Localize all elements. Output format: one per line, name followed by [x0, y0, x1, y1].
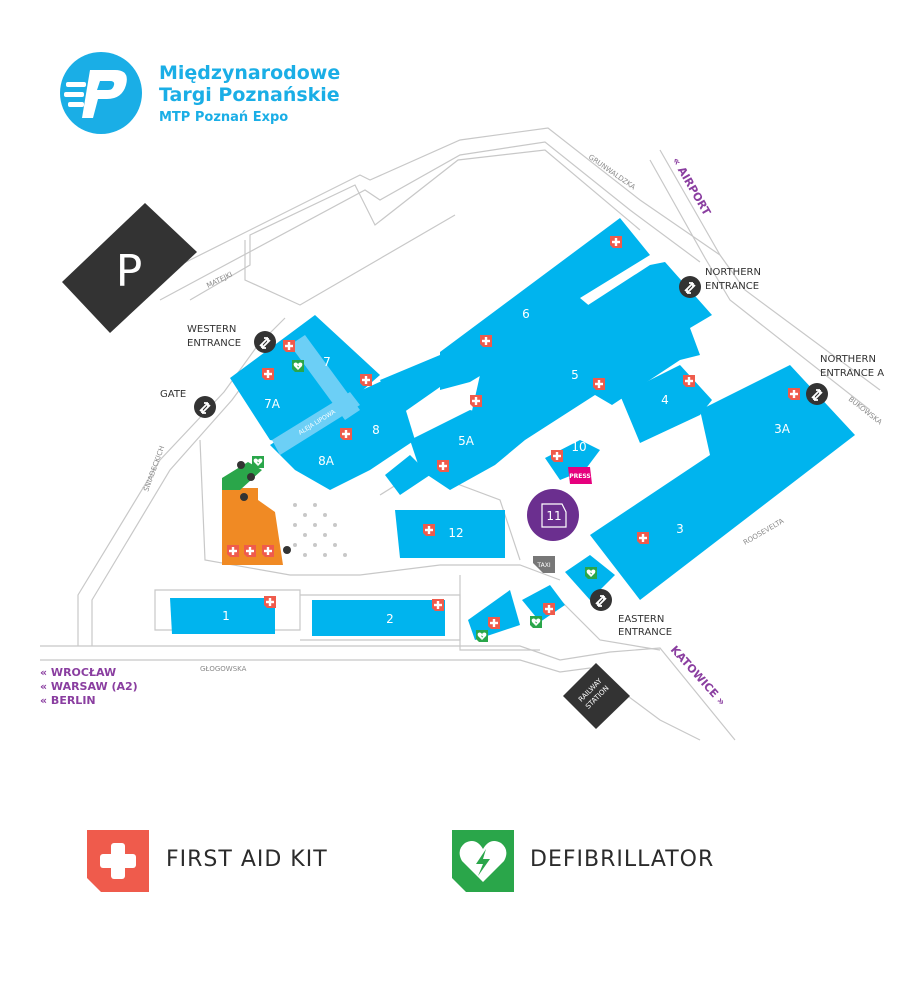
hall-5a-label: 5A — [458, 434, 475, 448]
hall-6-label: 6 — [522, 307, 530, 321]
entrance-icon — [589, 588, 613, 612]
northern-entrance-a-label-2: ENTRANCE A — [820, 368, 884, 379]
entrance-icon — [678, 275, 702, 299]
parking-area: P — [62, 203, 197, 333]
hall-5-label: 5 — [571, 368, 579, 382]
svg-text:PRESS: PRESS — [569, 473, 591, 480]
hall-7-label: 7 — [323, 355, 331, 369]
defibrillator-icon — [530, 616, 542, 628]
first-aid-icon — [360, 374, 372, 386]
hall-7-shape — [230, 315, 380, 445]
entrance-icon — [805, 382, 829, 406]
direction-airport: « AIRPORT — [669, 155, 713, 218]
road-network — [40, 127, 881, 741]
logo-mark-icon — [60, 52, 142, 134]
legend-defibrillator-label: DEFIBRILLATOR — [530, 847, 715, 872]
defibrillator-icon — [252, 456, 264, 468]
first-aid-icon — [637, 532, 649, 544]
northern-entrance-label-2: ENTRANCE — [705, 281, 759, 292]
first-aid-icon — [683, 375, 695, 387]
first-aid-icon — [262, 368, 274, 380]
eastern-entrance-label-2: ENTRANCE — [618, 627, 672, 638]
first-aid-icon — [340, 428, 352, 440]
street-grunwaldzka: GRUNWALDZKA — [587, 153, 637, 191]
hall-1-shape — [170, 598, 275, 634]
direction-katowice: KATOWICE » — [668, 643, 728, 708]
hall-11-label: 11 — [546, 509, 561, 523]
railway-station: RAILWAY STATION — [563, 663, 630, 729]
hall-7a-label: 7A — [264, 397, 281, 411]
hall-3-label: 3 — [676, 522, 684, 536]
hall-6-shape — [440, 218, 650, 390]
first-aid-icon — [262, 545, 274, 557]
defibrillator-icon — [585, 567, 597, 579]
hall-11: 11 — [527, 489, 579, 541]
first-aid-icon — [437, 460, 449, 472]
first-aid-icon — [788, 388, 800, 400]
first-aid-icon — [264, 596, 276, 608]
brand-line-2: Targi Poznańskie — [159, 84, 340, 106]
direction-wroclaw: « WROCŁAW — [40, 666, 116, 679]
street-roosevelta: ROOSEVELTA — [742, 517, 786, 547]
first-aid-icon — [283, 340, 295, 352]
entrance-icon — [253, 330, 277, 354]
northern-entrance-a-label-1: NORTHERN — [820, 354, 876, 365]
first-aid-icon — [432, 599, 444, 611]
hall-small-a — [385, 455, 430, 495]
first-aid-icon — [470, 395, 482, 407]
hall-5a-shape — [410, 410, 525, 490]
direction-berlin: « BERLIN — [40, 694, 96, 707]
legend-defibrillator-icon — [452, 830, 514, 892]
first-aid-icon — [480, 335, 492, 347]
hall-5-shape — [470, 262, 712, 440]
first-aid-icon — [244, 545, 256, 557]
entrance-icon — [193, 395, 217, 419]
first-aid-icon — [593, 378, 605, 390]
logo — [60, 52, 142, 134]
defibrillator-icon — [292, 360, 304, 372]
hall-3a-label: 3A — [774, 422, 791, 436]
fairground-map: P ALEJA LIPOWA — [40, 127, 884, 741]
hall-10-shape — [545, 440, 600, 480]
hall-3-shape — [590, 365, 855, 600]
street-glogowska: GŁOGOWSKA — [200, 665, 247, 673]
parking-label: P — [116, 246, 143, 297]
defibrillator-icon — [476, 630, 488, 642]
first-aid-icon — [543, 603, 555, 615]
street-sniadeckich: ŚNIADECKICH — [141, 444, 166, 492]
hall-small-b — [468, 590, 520, 640]
press-badge: PRESS — [568, 467, 592, 484]
first-aid-icon — [610, 236, 622, 248]
legend-first-aid-icon — [87, 830, 149, 892]
first-aid-icon — [488, 617, 500, 629]
legend-first-aid-label: FIRST AID KIT — [166, 847, 328, 872]
hall-12-label: 12 — [448, 526, 463, 540]
first-aid-icon — [423, 524, 435, 536]
hall-12-shape — [395, 510, 505, 558]
western-entrance-label-1: WESTERN — [187, 324, 236, 335]
first-aid-icon — [551, 450, 563, 462]
street-bukowska: BUKOWSKA — [847, 395, 884, 426]
service-dots — [237, 461, 291, 554]
hall-1-label: 1 — [222, 609, 230, 623]
first-aid-icon — [227, 545, 239, 557]
svg-text:TAXI: TAXI — [536, 562, 550, 569]
brand-line-1: Międzynarodowe — [159, 62, 341, 84]
eastern-entrance-label-1: EASTERN — [618, 614, 664, 625]
hall-8-label: 8 — [372, 423, 380, 437]
taxi-badge: TAXI — [533, 556, 555, 573]
dot-grid-area — [293, 503, 347, 557]
northern-entrance-label-1: NORTHERN — [705, 267, 761, 278]
direction-warsaw: « WARSAW (A2) — [40, 680, 138, 693]
hall-10-label: 10 — [571, 440, 586, 454]
hall-8a-label: 8A — [318, 454, 335, 468]
western-entrance-label-2: ENTRANCE — [187, 338, 241, 349]
hall-4-label: 4 — [661, 393, 669, 407]
brand-line-3: MTP Poznań Expo — [159, 110, 289, 125]
hall-connector — [380, 355, 450, 415]
gate-label: GATE — [160, 389, 186, 400]
hall-2-shape — [312, 600, 445, 636]
hall-2-label: 2 — [386, 612, 394, 626]
